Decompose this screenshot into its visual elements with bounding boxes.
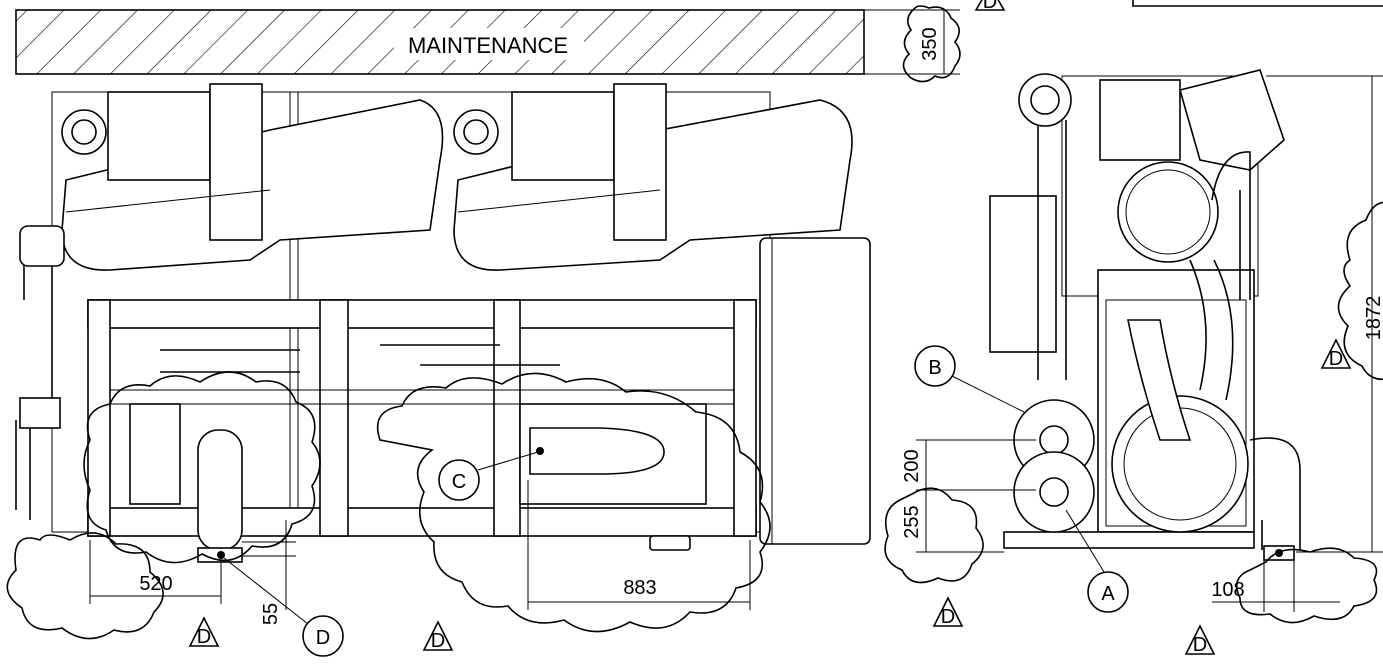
port-d: [217, 551, 225, 559]
revision-cloud: [884, 487, 984, 584]
svg-text:883: 883: [623, 577, 656, 599]
svg-text:D: D: [1193, 634, 1207, 656]
revision-cloud: [6, 532, 164, 640]
dimension-55: 55: [242, 520, 296, 625]
callout-c: C: [438, 451, 539, 501]
revision-triangle: D: [1184, 624, 1216, 656]
svg-text:D: D: [197, 626, 211, 648]
svg-text:520: 520: [139, 573, 172, 595]
svg-text:55: 55: [260, 603, 282, 625]
dimension-520: 520: [89, 540, 222, 604]
svg-text:C: C: [452, 471, 466, 493]
callout-d: D: [223, 557, 344, 657]
dimension-200-255: 200 255: [901, 439, 1036, 553]
revision-cloud: [1235, 547, 1378, 624]
svg-text:B: B: [928, 357, 941, 379]
compressor-1: [61, 83, 444, 271]
side-view: 200 255 1872 108 B A: [884, 69, 1383, 656]
svg-text:D: D: [431, 630, 445, 652]
svg-text:A: A: [1101, 583, 1115, 605]
port-c: [536, 447, 544, 455]
svg-text:D: D: [316, 627, 330, 649]
front-view: 520 55 883 C D: [6, 83, 871, 657]
svg-text:D: D: [983, 0, 997, 13]
svg-text:1872: 1872: [1363, 296, 1383, 341]
dimension-883: 883: [527, 480, 751, 610]
revision-triangle: D: [932, 596, 964, 628]
svg-text:200: 200: [901, 449, 923, 482]
revision-triangle: D: [188, 616, 220, 648]
compressor-2: [453, 83, 853, 271]
title-block-edge: [1132, 0, 1383, 7]
revision-triangle: D: [1320, 338, 1352, 370]
maintenance-zone: MAINTENANCE: [15, 9, 865, 75]
revision-cloud: [1337, 201, 1383, 381]
revision-triangle: D: [422, 620, 454, 652]
revision-cloud: [376, 372, 771, 633]
svg-text:255: 255: [901, 505, 923, 538]
dimension-108: 108: [1211, 560, 1340, 612]
dimension-1872: 1872: [1266, 75, 1383, 553]
maintenance-label: MAINTENANCE: [408, 33, 568, 58]
clearance-dimension: 350: [864, 5, 961, 83]
callout-b: B: [914, 345, 1025, 413]
revision-triangle: D: [974, 0, 1006, 13]
callout-a: A: [1065, 509, 1129, 613]
svg-text:D: D: [1329, 348, 1343, 370]
revision-cloud: [83, 371, 321, 564]
dim-350: 350: [919, 27, 941, 60]
revision-cloud: [902, 5, 961, 83]
svg-text:108: 108: [1211, 579, 1244, 601]
svg-text:D: D: [941, 606, 955, 628]
